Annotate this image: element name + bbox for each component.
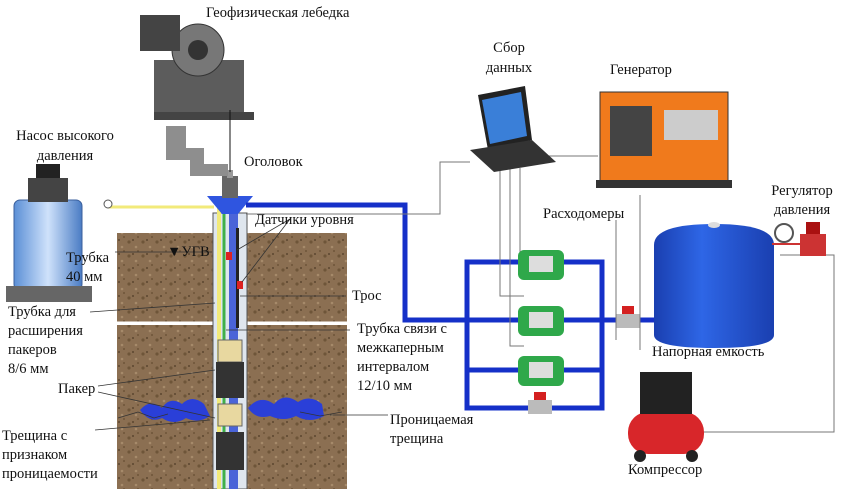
label-winch: Геофизическая лебедка — [206, 5, 350, 21]
compressor — [628, 372, 704, 462]
label-packer-tube-1: Трубка для — [8, 304, 76, 320]
label-generator: Генератор — [610, 62, 672, 78]
label-data-2: данных — [485, 60, 533, 76]
flowmeter-manifold — [464, 259, 660, 411]
wellhead-funnel — [207, 170, 253, 214]
label-link-tube-4: 12/10 мм — [357, 378, 413, 394]
pressure-tank — [654, 222, 800, 348]
label-gwl: ▼УГВ — [167, 244, 210, 260]
label-fracture-1: Трещина с — [2, 428, 68, 444]
fracture-blue — [117, 397, 343, 422]
label-flowmeters: Расходомеры — [543, 206, 625, 222]
level-sensor-2 — [237, 281, 243, 289]
label-regulator-1: Регулятор — [771, 183, 833, 199]
high-pressure-pump — [6, 164, 92, 302]
label-data-1: Сбор — [493, 40, 525, 56]
label-pump-2: давления — [36, 148, 94, 164]
label-tube40-1: Трубка — [66, 250, 110, 266]
label-packer-tube-3: пакеров — [8, 342, 57, 358]
water-pipe-main — [246, 202, 600, 323]
label-link-tube-2: межкаперным — [357, 340, 444, 356]
label-packer: Пакер — [58, 381, 96, 397]
packer-lower — [216, 403, 244, 470]
flowmeter-2 — [518, 306, 564, 336]
label-regulator-2: давления — [773, 202, 831, 218]
geophysical-winch — [140, 15, 254, 172]
packer-upper — [216, 339, 244, 398]
label-tank: Напорная емкость — [652, 344, 765, 360]
label-perm-fracture-1: Проницаемая — [390, 412, 474, 428]
valve-manifold — [528, 392, 552, 414]
gray-elbow-pipe — [166, 126, 228, 176]
leader-lines — [89, 218, 388, 431]
flowmeter-3 — [518, 356, 564, 386]
flowmeter-1 — [518, 250, 564, 280]
label-cable: Трос — [352, 288, 382, 304]
generator — [596, 91, 732, 188]
label-level-sensors: Датчики уровня — [255, 212, 354, 228]
label-perm-fracture-2: трещина — [390, 431, 444, 447]
label-link-tube-3: интервалом — [357, 359, 430, 375]
laptop — [470, 86, 556, 172]
gauge-small — [103, 199, 113, 209]
label-packer-tube-4: 8/6 мм — [8, 361, 49, 377]
label-fracture-3: проницаемости — [2, 466, 98, 482]
label-link-tube-1: Трубка связи с — [357, 321, 447, 337]
pressure-regulator — [774, 222, 826, 256]
data-cables — [246, 155, 835, 433]
label-tube40-2: 40 мм — [66, 269, 103, 285]
valve-tank — [616, 306, 640, 328]
label-pump-1: Насос высокого — [16, 128, 114, 144]
label-compressor: Компрессор — [628, 462, 703, 478]
label-packer-tube-2: расширения — [8, 323, 83, 339]
level-sensor-1 — [226, 252, 232, 260]
label-wellhead: Оголовок — [244, 154, 303, 170]
label-fracture-2: признаком — [2, 447, 68, 463]
